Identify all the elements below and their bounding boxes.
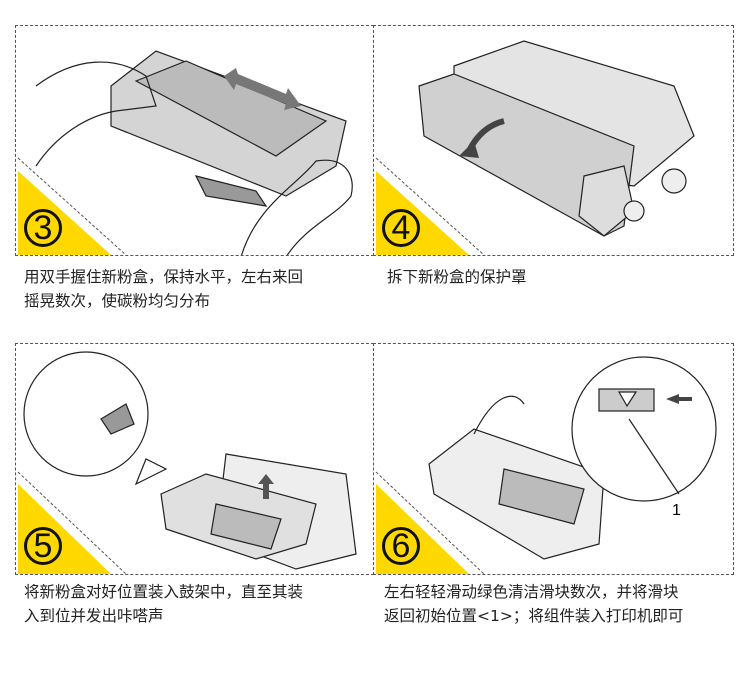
caption-line: 用双手握住新粉盒，保持水平，左右来回 bbox=[24, 268, 304, 286]
step-4-panel: 4 bbox=[373, 25, 734, 256]
step-number-badge: 4 bbox=[382, 209, 420, 247]
step-number-badge: 3 bbox=[24, 209, 62, 247]
caption-line: 返回初始位置<1>；将组件装入打印机即可 bbox=[384, 607, 684, 625]
step-3-panel: 3 bbox=[15, 25, 374, 256]
caption-line: 将新粉盒对好位置装入鼓架中，直至其装 bbox=[24, 583, 304, 601]
caption-line: 摇晃数次，使碳粉均匀分布 bbox=[24, 292, 211, 310]
shake-cartridge-illustration bbox=[17, 50, 353, 255]
caption-line: 入到位并发出咔嗒声 bbox=[24, 607, 164, 625]
remove-cover-illustration bbox=[375, 40, 695, 255]
step-4-caption: 拆下新粉盒的保护罩 bbox=[387, 265, 732, 289]
callout-label: 1 bbox=[672, 502, 681, 519]
step-6-caption: 左右轻轻滑动绿色清洁滑块数次，并将滑块 返回初始位置<1>；将组件装入打印机即可 bbox=[384, 580, 744, 628]
caption-line: 拆下新粉盒的保护罩 bbox=[387, 268, 527, 286]
insert-cartridge-illustration bbox=[17, 351, 357, 574]
step-number-badge: 6 bbox=[382, 527, 420, 565]
cleaning-slider-illustration bbox=[375, 356, 717, 574]
step-number-badge: 5 bbox=[24, 527, 62, 565]
step-6-panel: 1 6 bbox=[373, 343, 734, 575]
step-3-caption: 用双手握住新粉盒，保持水平，左右来回 摇晃数次，使碳粉均匀分布 bbox=[24, 265, 369, 313]
step-5-caption: 将新粉盒对好位置装入鼓架中，直至其装 入到位并发出咔嗒声 bbox=[24, 580, 369, 628]
caption-line: 左右轻轻滑动绿色清洁滑块数次，并将滑块 bbox=[384, 583, 679, 601]
step-5-panel: 5 bbox=[15, 343, 374, 575]
